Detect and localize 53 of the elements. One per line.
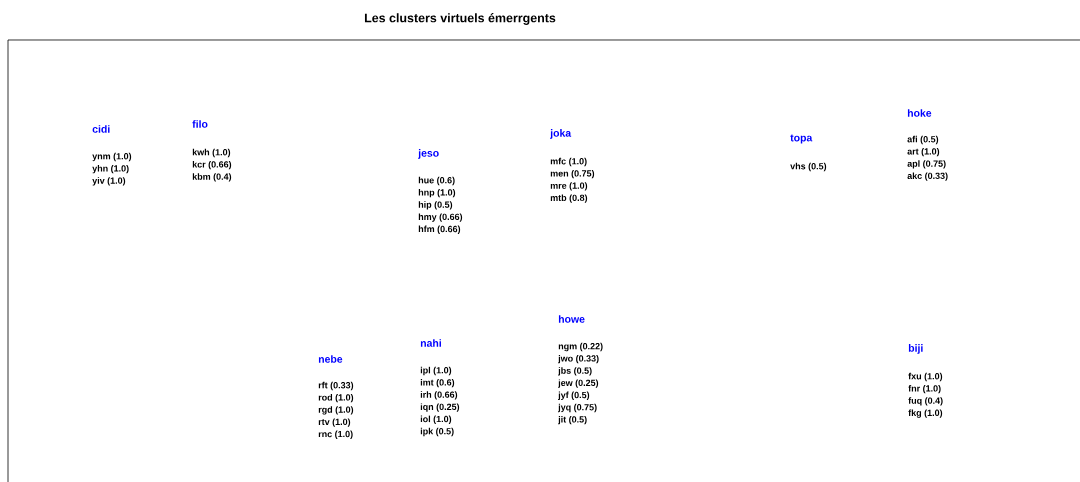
cluster-item: jyq (0.75) xyxy=(558,403,597,413)
cluster-item: hfm (0.66) xyxy=(418,225,461,234)
cluster-item: rgd (1.0) xyxy=(318,406,354,415)
cluster-item: iqn (0.25) xyxy=(420,403,460,412)
cluster-item: jbs (0.5) xyxy=(558,367,592,376)
cluster-item: yiv (1.0) xyxy=(92,177,126,186)
cluster-item: jyf (0.5) xyxy=(558,391,590,400)
cluster-name: joka xyxy=(550,129,572,139)
cluster-item: mfc (1.0) xyxy=(550,157,587,167)
cluster-name: hoke xyxy=(907,109,932,117)
cluster-item: kcr (0.66) xyxy=(192,161,232,170)
cluster-item: fuq (0.4) xyxy=(908,397,943,406)
cluster-item: apl (0.75) xyxy=(907,160,946,169)
cluster-item: kwh (1.0) xyxy=(192,148,231,158)
cluster-item: ynm (1.0) xyxy=(92,152,132,162)
cluster-name: filo xyxy=(192,120,208,128)
cluster-item: irh (0.66) xyxy=(420,391,458,400)
cluster-item: rtv (1.0) xyxy=(318,418,351,427)
cluster-item: rod (1.0) xyxy=(318,394,354,403)
cluster-item: rft (0.33) xyxy=(318,381,354,391)
cluster-item: yhn (1.0) xyxy=(92,165,129,174)
cluster-item: hnp (1.0) xyxy=(418,189,456,198)
cluster-item: afi (0.5) xyxy=(907,135,939,145)
cluster-item: rnc (1.0) xyxy=(318,430,353,439)
cluster-item: hmy (0.66) xyxy=(418,213,463,222)
cluster-item: akc (0.33) xyxy=(907,172,948,181)
cluster-item: art (1.0) xyxy=(907,148,940,157)
cluster-item: kbm (0.4) xyxy=(192,173,232,182)
cluster-item: ipl (1.0) xyxy=(420,366,452,376)
cluster-item: jit (0.5) xyxy=(558,416,587,425)
cluster-name: nahi xyxy=(420,339,441,347)
cluster-item: hip (0.5) xyxy=(418,201,453,210)
cluster-name: cidi xyxy=(92,125,110,133)
cluster-item: men (0.75) xyxy=(550,170,595,179)
cluster-name: nebe xyxy=(318,355,343,363)
cluster-name: howe xyxy=(558,315,585,323)
cluster-name: biji xyxy=(908,344,923,354)
cluster-item: hue (0.6) xyxy=(418,176,455,186)
cluster-name: jeso xyxy=(418,149,439,159)
cluster-item: jwo (0.33) xyxy=(558,355,599,364)
cluster-item: imt (0.6) xyxy=(420,379,455,388)
cluster-item: fxu (1.0) xyxy=(908,372,943,382)
title: Les clusters virtuels émerrgents xyxy=(364,13,556,25)
cluster-item: mtb (0.8) xyxy=(550,194,588,203)
cluster-item: fkg (1.0) xyxy=(908,409,943,418)
cluster-item: iol (1.0) xyxy=(420,415,452,424)
cluster-name: topa xyxy=(790,134,813,144)
cluster-item: vhs (0.5) xyxy=(790,162,827,172)
cluster-item: mre (1.0) xyxy=(550,182,588,191)
cluster-item: fnr (1.0) xyxy=(908,385,941,394)
cluster-item: ngm (0.22) xyxy=(558,342,603,352)
cluster-item: ipk (0.5) xyxy=(420,427,454,437)
cluster-item: jew (0.25) xyxy=(558,379,599,388)
